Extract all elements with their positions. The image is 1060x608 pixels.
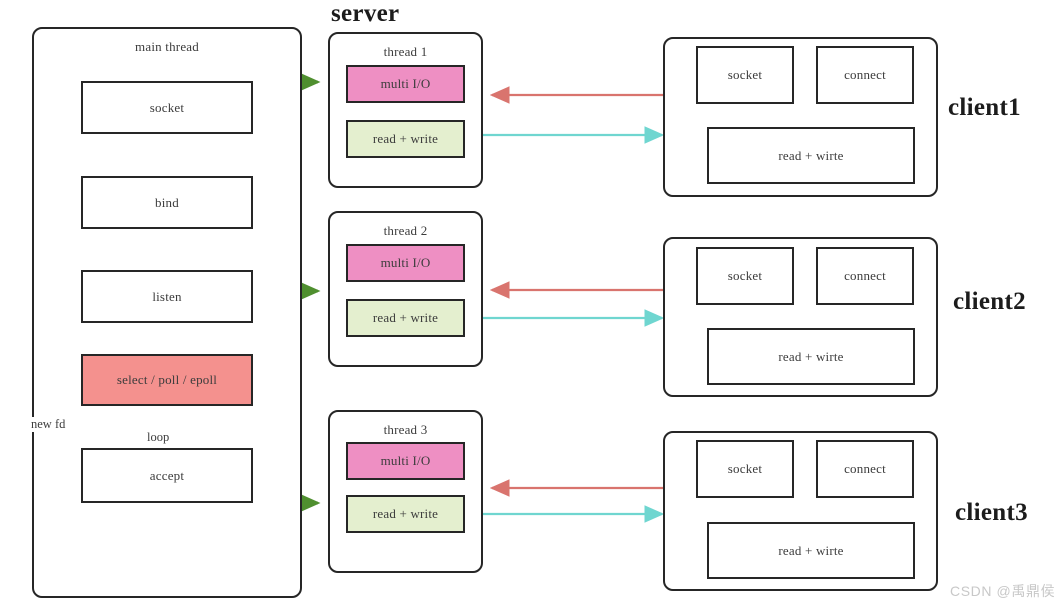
main-thread-step-listen[interactable]: listen <box>81 270 253 323</box>
thread-2-container: thread 2 <box>328 211 483 367</box>
main-thread-step-select-poll-epoll[interactable]: select / poll / epoll <box>81 354 253 406</box>
thread-2-multi-io[interactable]: multi I/O <box>346 244 465 282</box>
client-3-read-write[interactable]: read + wirte <box>707 522 915 579</box>
client1-title: client1 <box>948 94 1021 121</box>
thread-3-multi-io[interactable]: multi I/O <box>346 442 465 480</box>
client2-title: client2 <box>953 288 1026 315</box>
client-3-connect[interactable]: connect <box>816 440 914 498</box>
thread-1-read-write[interactable]: read + write <box>346 120 465 158</box>
client-to-server-connectors <box>489 86 663 497</box>
thread-1-multi-io[interactable]: multi I/O <box>346 65 465 103</box>
server-title: server <box>331 0 400 27</box>
client-1-socket[interactable]: socket <box>696 46 794 104</box>
loop-edge-label: loop <box>145 430 172 445</box>
new-fd-edge-label: new fd <box>29 417 68 432</box>
csdn-watermark: CSDN @禹鼎侯 <box>950 583 1056 599</box>
main-thread-step-bind[interactable]: bind <box>81 176 253 229</box>
server-to-client-connectors <box>478 126 665 523</box>
client-1-connect[interactable]: connect <box>816 46 914 104</box>
thread-2-label: thread 2 <box>383 223 428 238</box>
thread-3-read-write[interactable]: read + write <box>346 495 465 533</box>
thread-2-read-write[interactable]: read + write <box>346 299 465 337</box>
thread-1-container: thread 1 <box>328 32 483 188</box>
main-thread-step-accept[interactable]: accept <box>81 448 253 503</box>
client-3-socket[interactable]: socket <box>696 440 794 498</box>
client-2-connect[interactable]: connect <box>816 247 914 305</box>
thread-3-label: thread 3 <box>383 422 428 437</box>
client-2-read-write[interactable]: read + wirte <box>707 328 915 385</box>
client3-title: client3 <box>955 499 1028 526</box>
thread-3-container: thread 3 <box>328 410 483 573</box>
main-thread-step-socket[interactable]: socket <box>81 81 253 134</box>
thread-1-label: thread 1 <box>383 44 428 59</box>
main-thread-label: main thread <box>135 39 199 54</box>
client-1-read-write[interactable]: read + wirte <box>707 127 915 184</box>
client-2-socket[interactable]: socket <box>696 247 794 305</box>
